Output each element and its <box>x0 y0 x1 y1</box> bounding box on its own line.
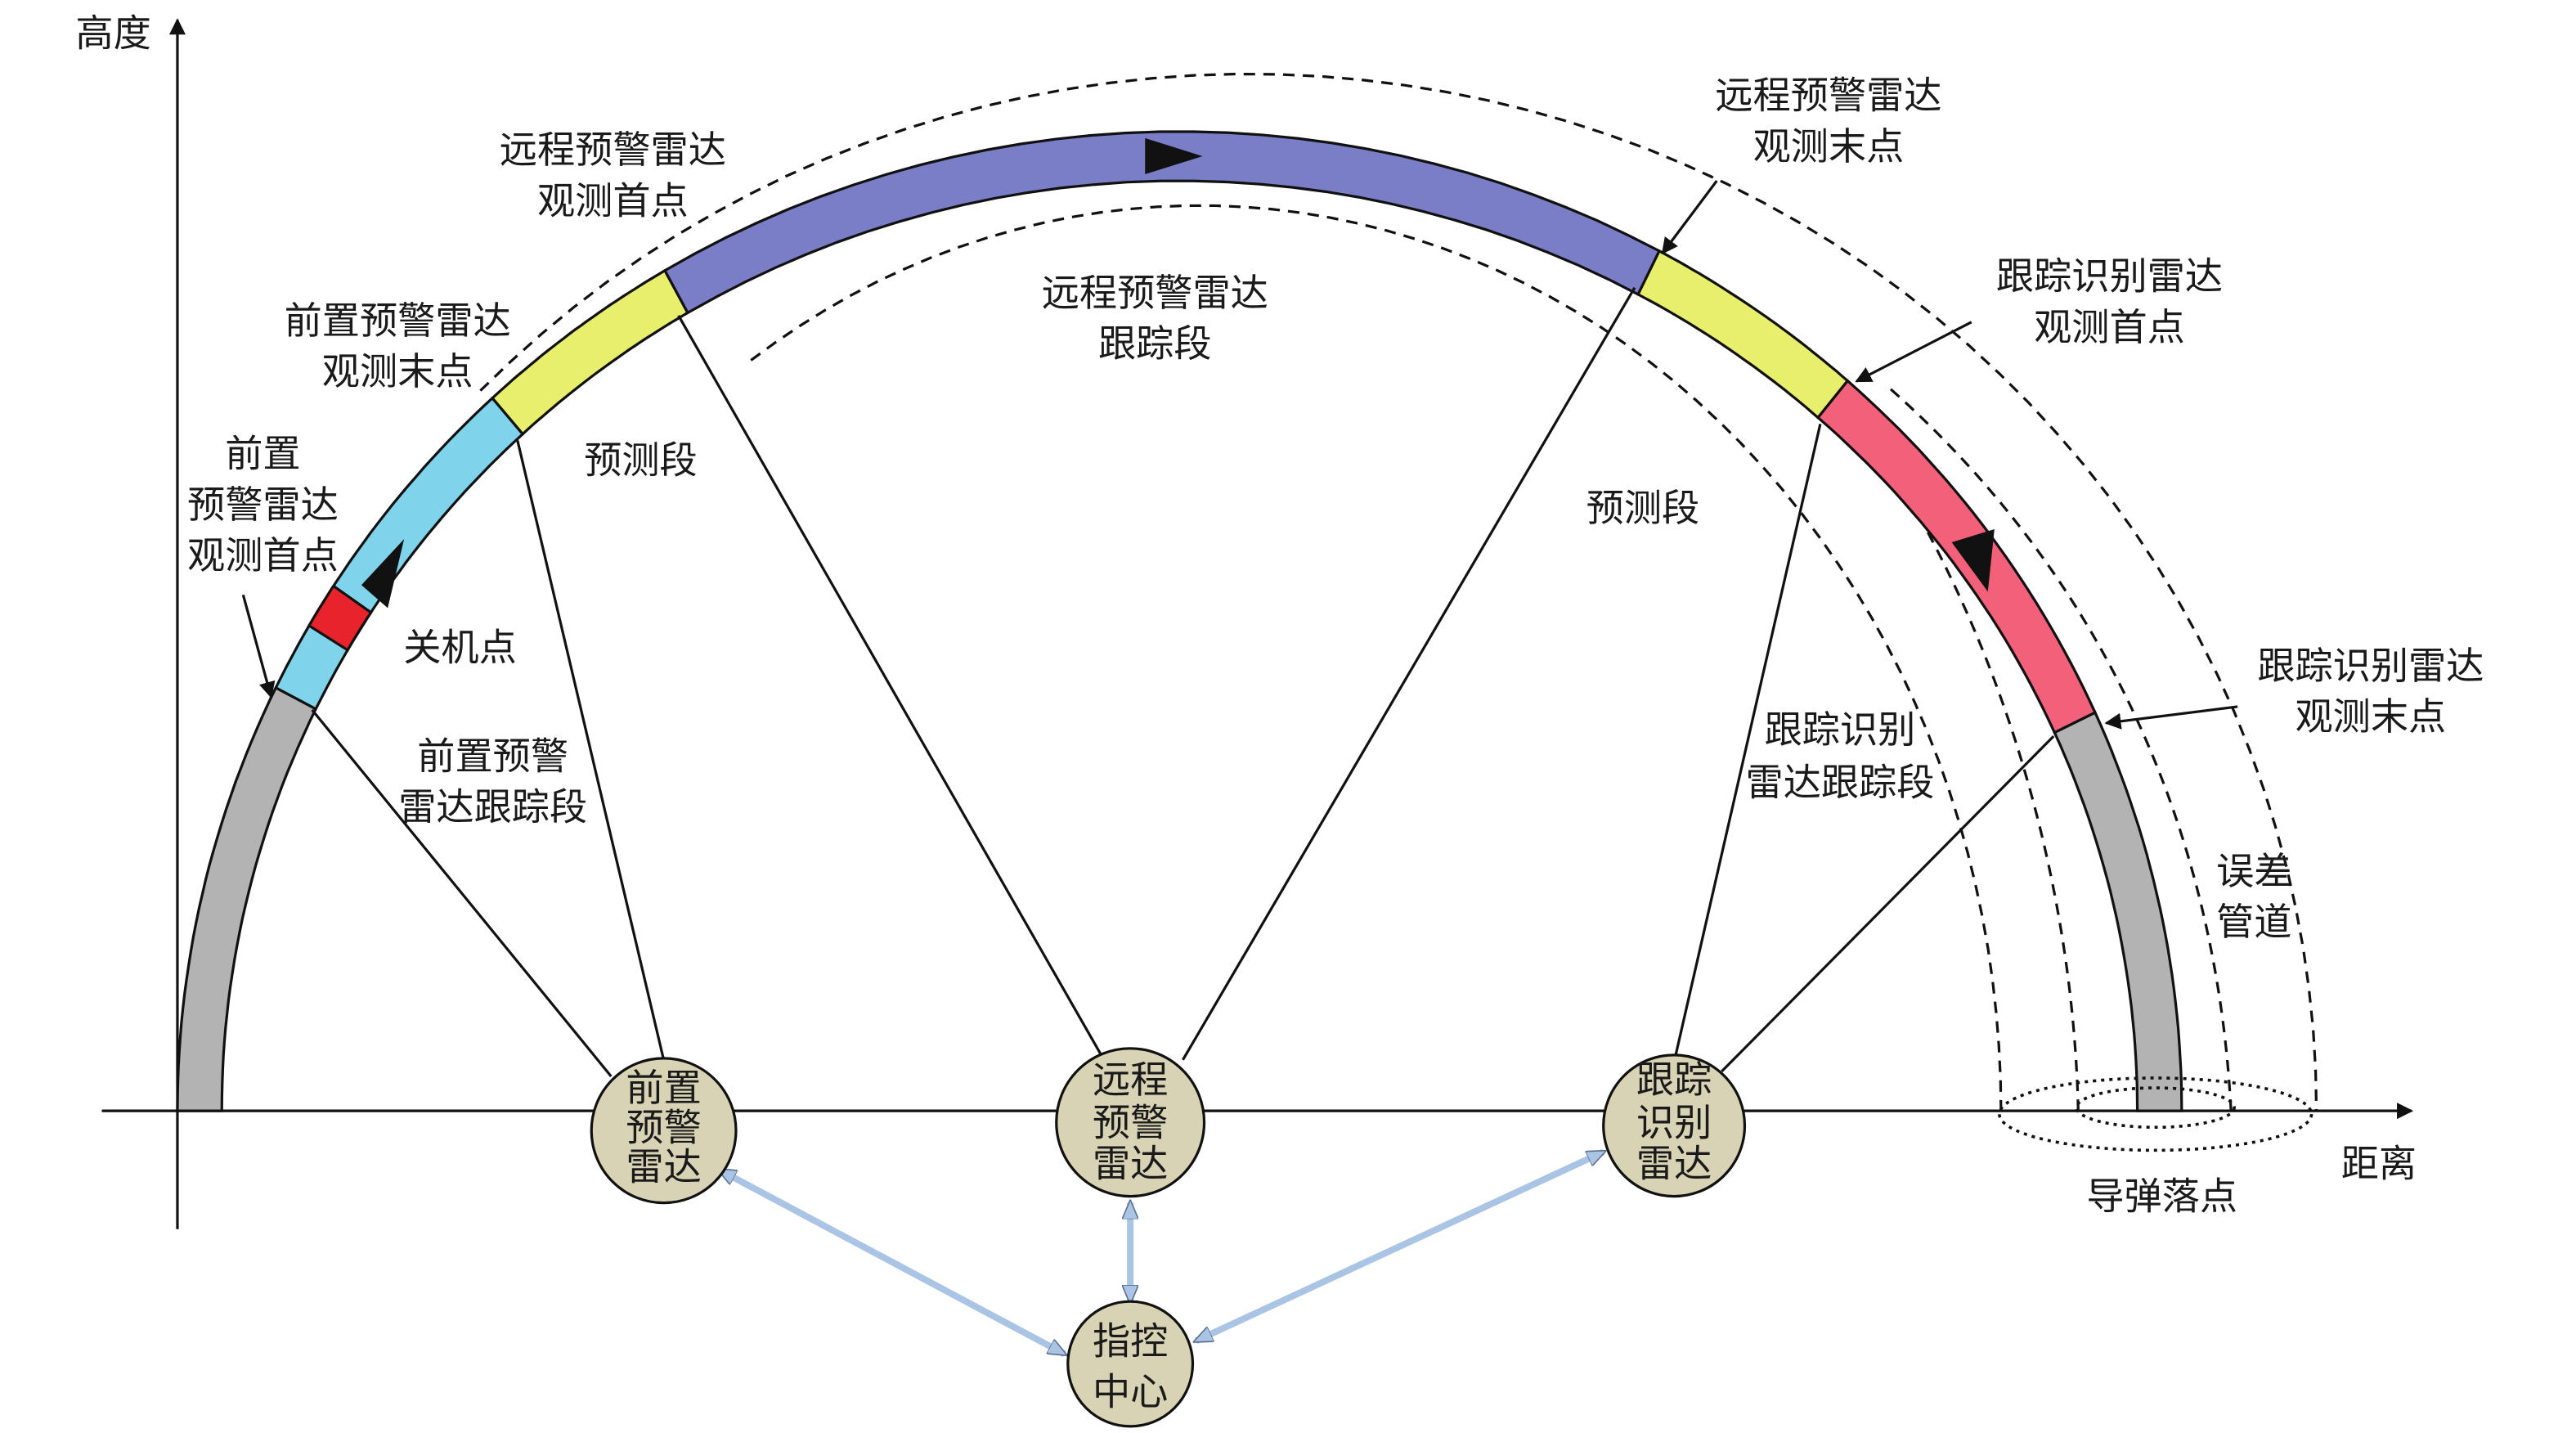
svg-text:前置: 前置 <box>626 1066 701 1110</box>
node-command-center: 指控 中心 <box>1066 1300 1195 1428</box>
label-long-end: 远程预警雷达 <box>1715 74 1941 118</box>
label-long-start: 远程预警雷达 <box>500 128 726 172</box>
svg-text:观测末点: 观测末点 <box>322 349 473 393</box>
error-envelope <box>479 72 2318 1112</box>
svg-text:预警: 预警 <box>626 1105 701 1149</box>
x-axis-label: 距离 <box>2341 1142 2417 1186</box>
node-long-range-radar: 远程 预警 雷达 <box>1055 1047 1206 1198</box>
svg-text:观测首点: 观测首点 <box>537 178 689 222</box>
label-front-end: 前置预警雷达 <box>285 299 511 343</box>
svg-text:识别: 识别 <box>1636 1100 1712 1144</box>
radar-coverage-lines <box>311 286 2055 1077</box>
svg-text:雷达跟踪段: 雷达跟踪段 <box>1746 760 1935 804</box>
direction-arrow-icon <box>1951 528 1995 592</box>
svg-text:雷达: 雷达 <box>626 1145 701 1189</box>
segment-tracking-radar <box>1815 379 2098 734</box>
node-front-radar: 前置 预警 雷达 <box>590 1057 738 1205</box>
svg-text:管道: 管道 <box>2216 900 2291 944</box>
svg-text:跟踪段: 跟踪段 <box>1098 321 1212 366</box>
label-predict-right: 预测段 <box>1586 486 1700 530</box>
label-track-end: 跟踪识别雷达 <box>2257 644 2484 688</box>
label-impact: 导弹落点 <box>2086 1175 2237 1219</box>
label-pointers <box>241 180 2238 730</box>
svg-text:预警: 预警 <box>1093 1100 1168 1144</box>
label-front-track: 前置预警 <box>417 734 568 778</box>
svg-text:观测末点: 观测末点 <box>2296 694 2447 739</box>
svg-text:预警雷达: 预警雷达 <box>187 483 339 527</box>
labels: 前置 预警雷达 观测首点 前置预警雷达 观测末点 关机点 前置预警 雷达跟踪段 … <box>187 74 2484 1219</box>
svg-text:观测首点: 观测首点 <box>2034 305 2185 349</box>
segment-descent-gray <box>2053 710 2183 1112</box>
label-shutdown: 关机点 <box>403 626 517 670</box>
svg-text:远程: 远程 <box>1093 1058 1168 1102</box>
label-front-start: 前置 <box>225 432 300 476</box>
label-error-tube: 误差 <box>2216 849 2291 893</box>
impact-outer-ellipse <box>1998 1076 2313 1152</box>
dashed-inner-envelope <box>750 204 2003 1112</box>
impact-inner-ellipse <box>2075 1086 2236 1130</box>
node-tracking-radar: 跟踪 识别 雷达 <box>1602 1053 1747 1198</box>
label-track-seg: 跟踪识别 <box>1765 708 1916 752</box>
direction-arrow-icon <box>361 539 405 609</box>
svg-text:中心: 中心 <box>1093 1370 1168 1414</box>
label-track-start: 跟踪识别雷达 <box>1996 254 2223 299</box>
svg-text:雷达: 雷达 <box>1093 1142 1168 1186</box>
dashed-tube-outer <box>1888 387 2233 1112</box>
svg-text:观测末点: 观测末点 <box>1753 124 1905 168</box>
svg-text:指控: 指控 <box>1093 1318 1168 1363</box>
segment-prediction-right <box>1636 249 1850 420</box>
command-links <box>720 1148 1604 1358</box>
svg-text:跟踪: 跟踪 <box>1636 1058 1712 1102</box>
svg-text:雷达: 雷达 <box>1636 1142 1712 1186</box>
segment-shutdown-marker <box>307 584 373 653</box>
direction-arrow-icon <box>1145 137 1203 175</box>
dashed-outer-envelope <box>479 72 2318 1112</box>
label-predict-left: 预测段 <box>584 438 698 483</box>
svg-text:观测首点: 观测首点 <box>187 533 339 577</box>
label-long-track: 远程预警雷达 <box>1042 271 1268 315</box>
segment-ascent-gray <box>176 685 318 1112</box>
missile-trajectory <box>176 130 2183 1112</box>
y-axis-label: 高度 <box>75 11 150 55</box>
svg-text:雷达跟踪段: 雷达跟踪段 <box>398 785 587 829</box>
